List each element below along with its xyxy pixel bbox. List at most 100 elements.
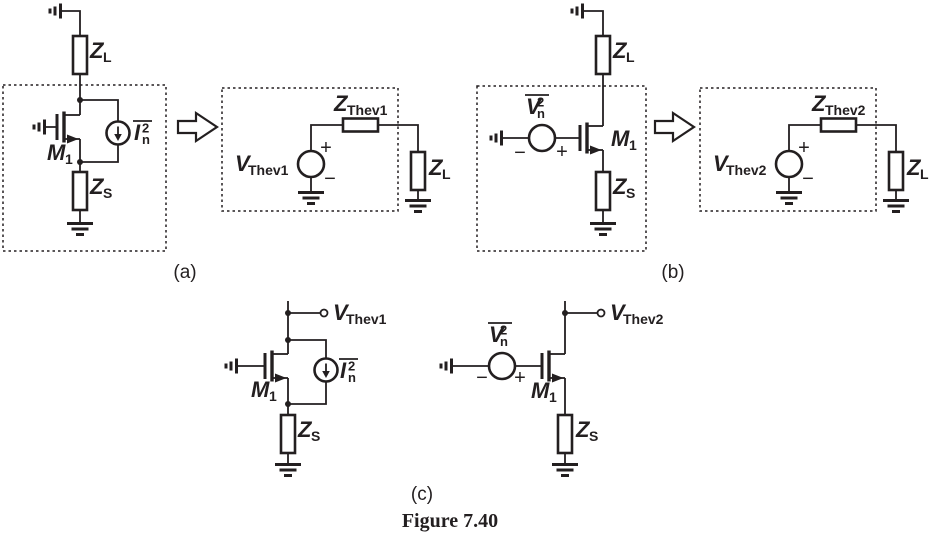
label-VThev2: V Thev2	[610, 300, 664, 327]
label-ZL: Z L	[906, 155, 929, 182]
output-terminal-icon	[319, 308, 329, 318]
svg-text:M: M	[251, 377, 270, 402]
svg-text:V: V	[235, 151, 252, 176]
minus-sign: −	[514, 142, 526, 164]
svg-text:Z: Z	[89, 174, 105, 199]
svg-text:V: V	[333, 300, 350, 325]
figure-caption: Figure 7.40	[402, 510, 498, 532]
noise-current-source-icon	[313, 357, 339, 383]
thevenin-1: + − V Thev1 Z Thev1 Z L	[221, 87, 451, 213]
svg-text:n: n	[537, 106, 545, 121]
label-ZS: Z S	[612, 174, 635, 201]
plus-sign: +	[798, 137, 810, 159]
label-VThev1: V Thev1	[333, 300, 387, 327]
resistor-ZThev2	[819, 117, 858, 133]
svg-text:L: L	[442, 166, 451, 182]
svg-text:I: I	[134, 120, 141, 145]
panel-label-b: (b)	[661, 262, 684, 283]
svg-text:n: n	[142, 132, 150, 147]
circuit-b: − + V 2 n Z L M 1 Z S	[476, 2, 647, 252]
circuit-c-right: − + V Thev2 V 2 n M 1 Z S	[439, 300, 664, 477]
svg-text:S: S	[626, 185, 635, 201]
svg-text:2: 2	[142, 121, 149, 136]
svg-text:2: 2	[537, 95, 544, 110]
node-dot	[77, 159, 83, 165]
svg-text:S: S	[103, 185, 112, 201]
resistor-ZThev1	[341, 117, 380, 133]
svg-text:S: S	[311, 428, 320, 444]
label-ZL: Z L	[612, 38, 635, 65]
svg-text:I: I	[340, 358, 347, 383]
circuit-a: Z L M 1 I 2 n Z S	[2, 2, 167, 252]
label-ZS: Z S	[89, 174, 112, 201]
wire	[788, 124, 897, 199]
svg-text:1: 1	[629, 137, 637, 153]
label-ZThev1: Z Thev1	[333, 91, 388, 118]
svg-text:Thev2: Thev2	[623, 311, 664, 327]
wire	[46, 10, 119, 222]
label-ZL: Z L	[428, 155, 451, 182]
svg-text:2: 2	[348, 359, 355, 374]
svg-text:M: M	[47, 140, 66, 165]
svg-text:Thev1: Thev1	[347, 102, 388, 118]
label-ZS: Z S	[297, 417, 320, 444]
wire	[503, 10, 604, 222]
label-M1: M 1	[47, 140, 73, 167]
panel-label-a: (a)	[173, 262, 196, 283]
svg-text:Z: Z	[612, 38, 628, 63]
svg-text:Z: Z	[906, 155, 922, 180]
panel-label-c: (c)	[411, 484, 433, 505]
resistor-ZL	[409, 150, 427, 192]
node-dot	[285, 310, 291, 316]
minus-sign: −	[476, 367, 488, 389]
svg-text:L: L	[103, 49, 112, 65]
dashed-box-thev2	[699, 87, 877, 212]
svg-text:L: L	[626, 49, 635, 65]
label-In2: I 2 n	[339, 358, 358, 385]
label-ZL: Z L	[89, 38, 112, 65]
resistor-ZL	[594, 34, 612, 76]
svg-text:1: 1	[549, 389, 557, 405]
svg-text:Z: Z	[428, 155, 444, 180]
svg-text:Thev2: Thev2	[825, 102, 866, 118]
svg-text:S: S	[589, 428, 598, 444]
svg-text:2: 2	[500, 323, 507, 338]
label-VThev1: V Thev1	[235, 151, 289, 178]
output-terminal-icon	[596, 308, 606, 318]
label-M1: M 1	[611, 126, 637, 153]
svg-text:Z: Z	[575, 417, 591, 442]
svg-text:n: n	[348, 370, 356, 385]
svg-text:1: 1	[65, 151, 73, 167]
noise-voltage-source-icon	[527, 123, 557, 153]
plus-sign: +	[320, 137, 332, 159]
thevenin-2: + − V Thev2 Z Thev2 Z L	[699, 87, 929, 213]
svg-text:1: 1	[269, 388, 277, 404]
wire	[238, 301, 327, 463]
minus-sign: −	[324, 168, 336, 190]
svg-text:n: n	[500, 334, 508, 349]
svg-text:Thev1: Thev1	[346, 311, 387, 327]
svg-text:V: V	[713, 151, 730, 176]
label-M1: M 1	[251, 377, 277, 404]
circuit-c-left: V Thev1 I 2 n M 1 Z S	[224, 300, 387, 477]
label-M1: M 1	[531, 378, 557, 405]
svg-text:Z: Z	[333, 91, 349, 116]
svg-text:M: M	[611, 126, 630, 151]
svg-text:M: M	[531, 378, 550, 403]
resistor-ZL	[71, 34, 89, 76]
resistor-ZL	[887, 150, 905, 192]
plus-sign: +	[556, 141, 568, 163]
minus-sign: −	[802, 168, 814, 190]
svg-text:Z: Z	[297, 417, 313, 442]
svg-text:Thev1: Thev1	[248, 162, 289, 178]
svg-text:Z: Z	[811, 91, 827, 116]
node-dot	[285, 337, 291, 343]
svg-text:V: V	[610, 300, 627, 325]
node-dot	[562, 310, 568, 316]
svg-text:V: V	[489, 322, 506, 347]
noise-current-source-icon	[105, 120, 131, 146]
dashed-box-b	[476, 85, 647, 252]
resistor-ZS	[556, 413, 574, 455]
